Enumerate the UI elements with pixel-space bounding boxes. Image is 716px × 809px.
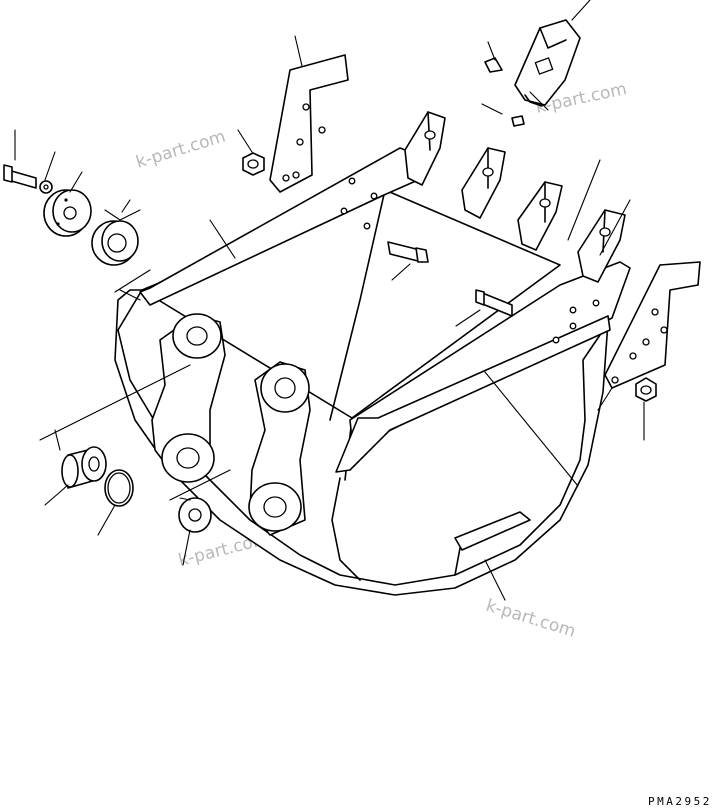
shim-plate	[91, 220, 139, 266]
nut	[635, 377, 657, 402]
bucket-tooth	[404, 111, 446, 186]
bolt	[475, 289, 513, 317]
bushing	[61, 446, 107, 489]
drawing-code: PMA2952	[648, 795, 712, 808]
lock-pin	[484, 57, 525, 127]
watermark: k-part.com	[134, 127, 228, 173]
nut	[242, 152, 265, 176]
bucket-tooth	[517, 181, 563, 251]
spacer-ring	[43, 189, 92, 237]
tooth-adapter	[514, 19, 581, 107]
bolt	[387, 241, 429, 263]
side-cutter-right	[604, 261, 701, 389]
bucket-tooth	[577, 209, 626, 283]
bolt	[3, 164, 37, 189]
boss-bracket-front	[248, 361, 311, 536]
o-ring	[104, 469, 134, 507]
side-cutter-left	[269, 54, 349, 193]
washer	[39, 180, 53, 194]
bucket-tooth	[461, 147, 506, 219]
boss-bracket-rear	[151, 313, 226, 483]
leader-lines	[14, 0, 645, 601]
watermark: k-part.com	[484, 596, 578, 642]
shim-ring	[178, 497, 212, 533]
